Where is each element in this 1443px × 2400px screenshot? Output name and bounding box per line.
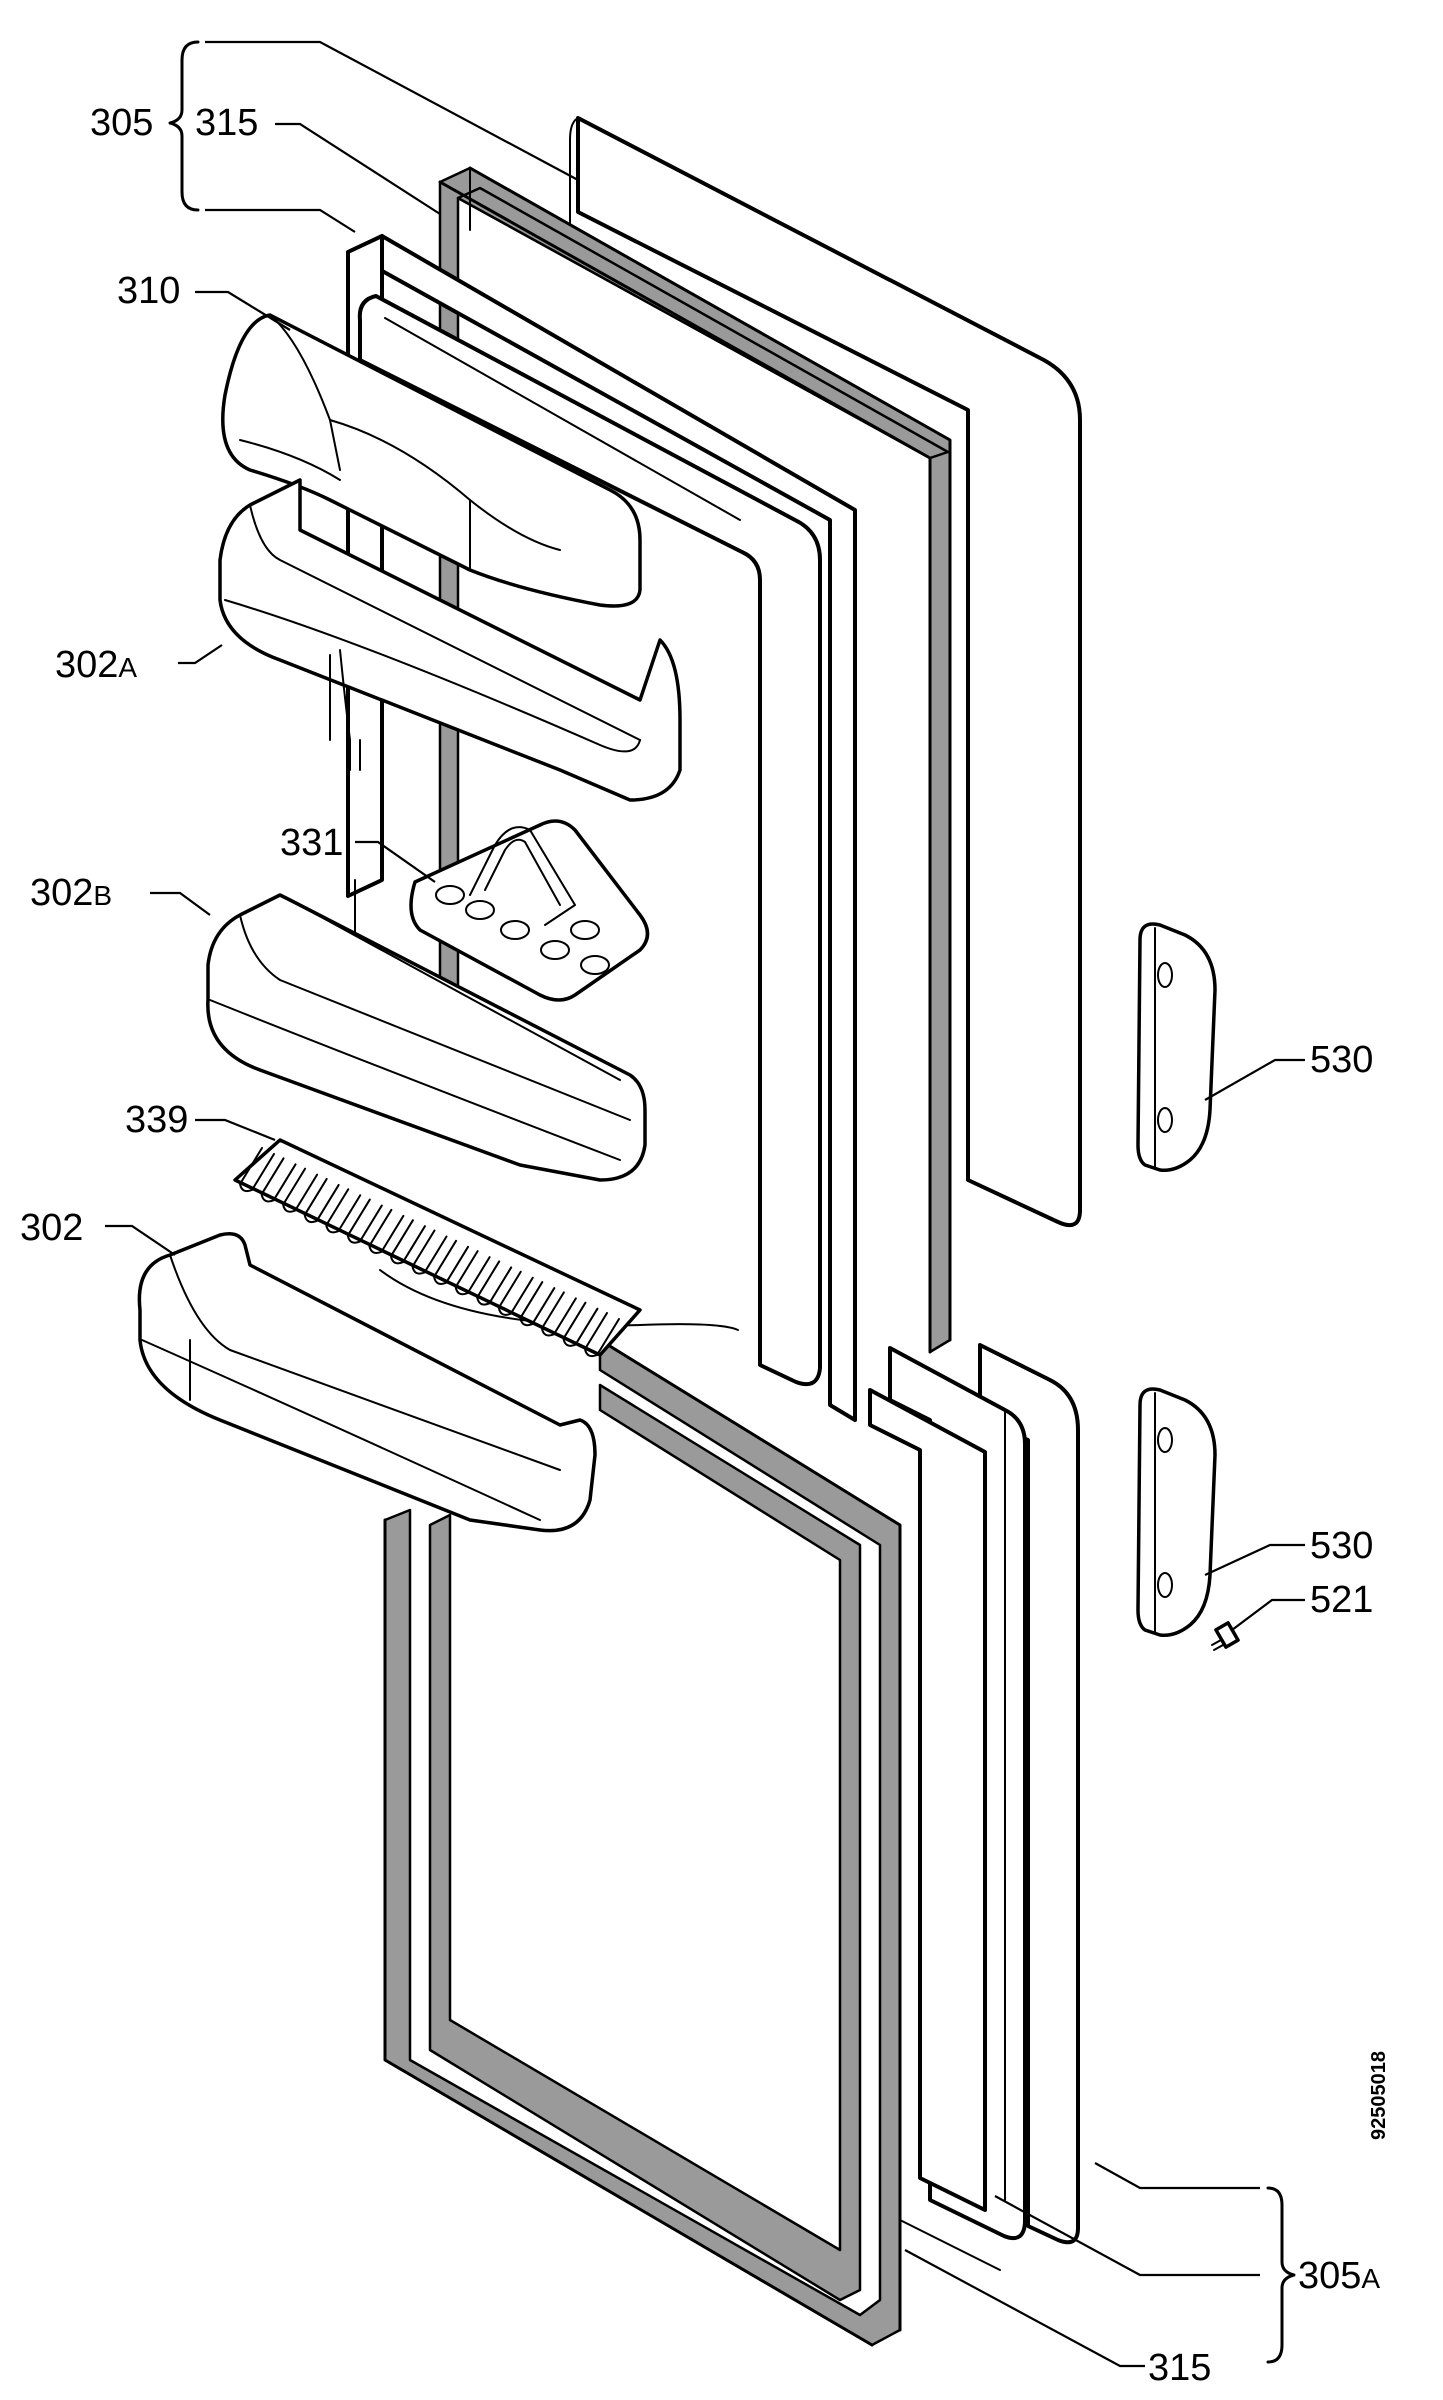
- grille-slat: [325, 1188, 362, 1234]
- grille-slat: [389, 1219, 426, 1265]
- grille-slat: [239, 1147, 275, 1193]
- grille-slat: [562, 1301, 599, 1347]
- part-310-compartment-lid: [221, 313, 642, 608]
- grille-slat: [411, 1229, 448, 1275]
- label-339: 339: [125, 1099, 188, 1141]
- grille-slat: [519, 1281, 556, 1327]
- label-315-lower: 315: [1148, 2347, 1211, 2389]
- part-302B-door-shelf: [206, 893, 647, 1182]
- grille-slat: [497, 1270, 534, 1316]
- part-521-screw: [1211, 1621, 1240, 1651]
- label-302A: 302A: [55, 644, 137, 686]
- part-labels: 305 315 310 302A 331 302B 339 302 530 53…: [20, 102, 1390, 2389]
- label-302: 302: [20, 1207, 83, 1249]
- leader-lines: [105, 40, 1305, 2368]
- label-305A: 305A: [1298, 2255, 1380, 2297]
- part-530-lower-handle: [1136, 1387, 1217, 1638]
- lower-door-panel: [868, 1343, 1080, 2271]
- grille-slat: [584, 1312, 620, 1358]
- grille-slat: [476, 1260, 513, 1306]
- label-310: 310: [117, 270, 180, 312]
- grille-slat: [540, 1291, 577, 1337]
- part-530-upper-handle: [1136, 922, 1217, 1173]
- label-331: 331: [280, 822, 343, 864]
- drawing-code: 92505018: [1368, 2051, 1390, 2140]
- part-302-bottom-shelf: [137, 1232, 597, 1533]
- label-302B: 302B: [30, 872, 112, 914]
- grille-slat: [368, 1208, 405, 1255]
- label-521: 521: [1310, 1579, 1373, 1621]
- upper-door-panel: [569, 116, 1082, 1227]
- grille-slat: [433, 1239, 470, 1285]
- part-302A-door-shelf: [218, 478, 682, 802]
- grille-slat: [303, 1177, 340, 1224]
- part-339-grille: [233, 1138, 642, 1358]
- part-331-egg-tray: [409, 819, 650, 1002]
- label-315-upper: 315: [195, 102, 258, 144]
- grille-slat: [260, 1157, 297, 1203]
- grille-slat: [454, 1250, 491, 1296]
- label-305: 305: [90, 102, 153, 144]
- grille-slat: [282, 1167, 319, 1213]
- lower-door-gasket: [383, 1338, 902, 2347]
- grille-slat: [346, 1198, 383, 1244]
- label-530-lower: 530: [1310, 1525, 1373, 1567]
- label-530-upper: 530: [1310, 1039, 1373, 1081]
